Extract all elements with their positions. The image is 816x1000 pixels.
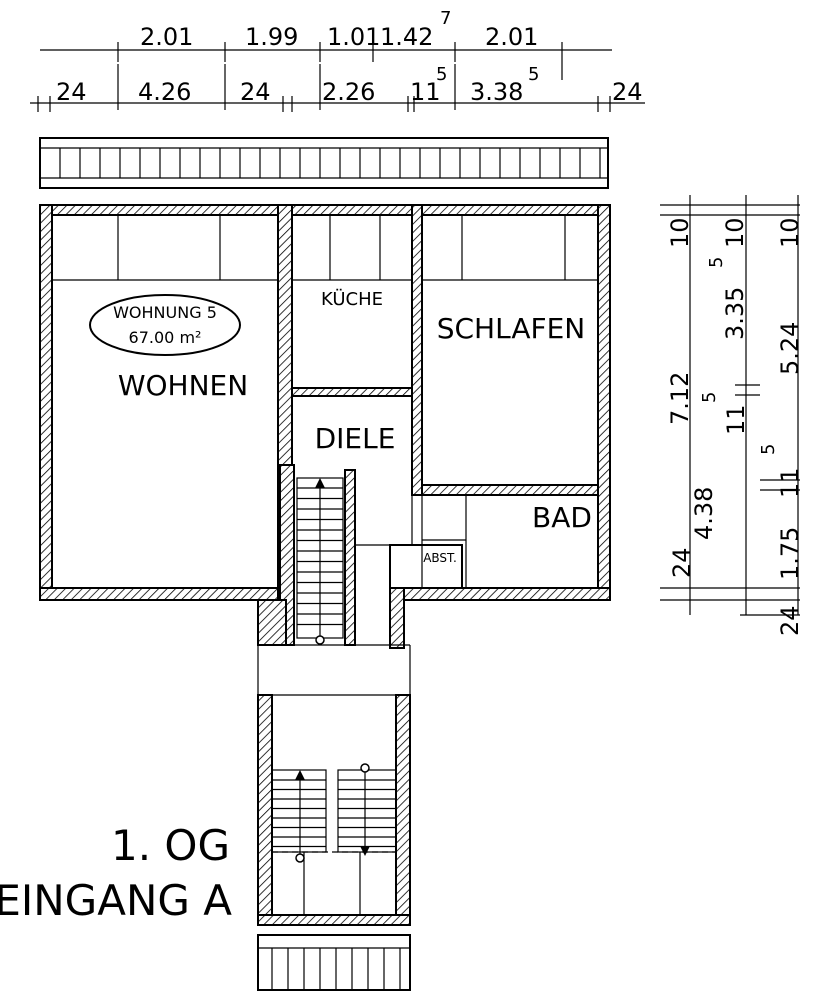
- right-dimension-labels: 10 7.12 5 11 4.38 24 10 3.35 5 5.24 11 5…: [666, 217, 804, 636]
- room-label-schlafen: SCHLAFEN: [437, 312, 586, 345]
- dim-label: 24: [776, 605, 804, 636]
- floor-label: 1. OG EINGANG A: [0, 821, 232, 925]
- room-label-wohnen: WOHNEN: [118, 369, 248, 402]
- dim-label: 1.75: [776, 527, 804, 580]
- room-label-abst: ABST.: [423, 551, 457, 565]
- dim-label: 1.99: [245, 23, 298, 51]
- dim-label: 4.26: [138, 78, 191, 106]
- floor-level: 1. OG: [111, 821, 230, 870]
- room-labels: WOHNUNG 5 67.00 m² WOHNEN KÜCHE SCHLAFEN…: [89, 288, 592, 565]
- balcony-top: [39, 137, 609, 189]
- dim-label: 1.42: [380, 23, 433, 51]
- sill-lines: [52, 215, 598, 281]
- dim-label: 10: [776, 217, 804, 248]
- walls: [39, 204, 611, 926]
- unit-badge: [89, 294, 241, 356]
- dim-label: 2.01: [485, 23, 538, 51]
- top-dimension-labels: 2.01 1.99 1.01 1.42 7 2.01 24 4.26 24 2.…: [56, 8, 643, 106]
- dim-label: 4.38: [690, 487, 718, 540]
- dim-label: 11: [410, 78, 441, 106]
- top-dimension-lines: [30, 42, 645, 112]
- hall-lines: [257, 396, 467, 696]
- dim-label: 7: [440, 8, 451, 29]
- dim-label: 3.35: [721, 287, 749, 340]
- dim-label: 11: [722, 404, 750, 435]
- balcony-bottom: [257, 934, 411, 991]
- dim-label: 24: [668, 547, 696, 578]
- room-label-kueche: KÜCHE: [321, 288, 383, 310]
- unit-name: WOHNUNG 5: [113, 303, 217, 322]
- dim-label: 11: [776, 467, 804, 498]
- dim-label: 10: [666, 217, 694, 248]
- dim-label: 5: [528, 64, 539, 85]
- dim-label: 5: [758, 444, 779, 455]
- right-dimension-lines: [660, 195, 800, 616]
- room-label-diele: DIELE: [315, 422, 396, 455]
- dim-label: 5: [699, 392, 720, 403]
- dim-label: 3.38: [470, 78, 523, 106]
- dim-label: 10: [721, 217, 749, 248]
- stair-upper: [296, 477, 344, 645]
- dim-label: 7.12: [666, 372, 694, 425]
- entrance-label: EINGANG A: [0, 876, 232, 925]
- dim-label: 1.01: [327, 23, 380, 51]
- unit-area: 67.00 m²: [129, 328, 202, 347]
- dim-label: 5: [706, 257, 727, 268]
- dim-label: 24: [612, 78, 643, 106]
- dim-label: 24: [240, 78, 271, 106]
- dim-label: 5.24: [776, 322, 804, 375]
- stair-lower: [271, 763, 397, 915]
- room-label-bad: BAD: [532, 501, 592, 534]
- dim-label: 24: [56, 78, 87, 106]
- dim-label: 2.01: [140, 23, 193, 51]
- dim-label: 2.26: [322, 78, 375, 106]
- dim-label: 5: [436, 64, 447, 85]
